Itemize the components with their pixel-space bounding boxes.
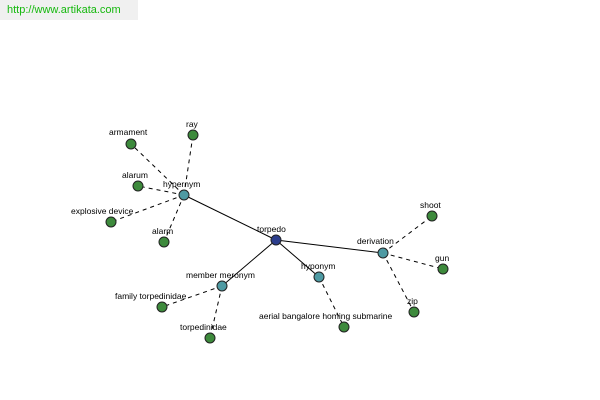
label-gun: gun bbox=[435, 253, 449, 263]
label-derivation: derivation bbox=[357, 236, 394, 246]
edge-derivation-gun bbox=[382, 252, 444, 270]
label-hypernym: hypernym bbox=[163, 179, 200, 189]
node-armament[interactable] bbox=[125, 138, 137, 150]
node-explosive-device[interactable] bbox=[105, 216, 117, 228]
label-zip: zip bbox=[407, 296, 418, 306]
edge-torpedo-derivation bbox=[275, 239, 384, 254]
label-torpedinidae: torpedinidae bbox=[180, 322, 227, 332]
edge-torpedo-hyponym bbox=[275, 239, 320, 278]
label-alarum: alarum bbox=[122, 170, 148, 180]
node-alarum[interactable] bbox=[132, 180, 144, 192]
edge-hypernym-alarm bbox=[163, 194, 185, 243]
label-hyponym: hyponym bbox=[301, 261, 336, 271]
node-zip[interactable] bbox=[408, 306, 420, 318]
label-shoot: shoot bbox=[420, 200, 441, 210]
site-url-link[interactable]: http://www.artikata.com bbox=[7, 4, 121, 16]
label-member-meronym: member meronym bbox=[186, 270, 255, 280]
label-armament: armament bbox=[109, 127, 148, 137]
node-hypernym[interactable] bbox=[178, 189, 190, 201]
edge-torpedo-hypernym bbox=[183, 194, 277, 241]
label-explosive-device: explosive device bbox=[71, 206, 134, 216]
edge-hypernym-explosive-device bbox=[110, 194, 185, 223]
node-gun[interactable] bbox=[437, 263, 449, 275]
node-shoot[interactable] bbox=[426, 210, 438, 222]
label-aerial-bangalore: aerial bangalore homing submarine bbox=[259, 311, 393, 321]
node-hyponym[interactable] bbox=[313, 271, 325, 283]
node-alarm[interactable] bbox=[158, 236, 170, 248]
edge-derivation-shoot bbox=[382, 215, 433, 254]
edge-hypernym-ray bbox=[183, 134, 194, 196]
edge-meronym-family bbox=[161, 285, 223, 308]
node-family-torpedinidae[interactable] bbox=[156, 301, 168, 313]
edge-hyponym-aerial bbox=[318, 276, 345, 328]
edge-derivation-zip bbox=[382, 252, 415, 313]
edge-meronym-torpedinidae bbox=[209, 285, 223, 339]
node-torpedinidae[interactable] bbox=[204, 332, 216, 344]
label-ray: ray bbox=[186, 119, 199, 129]
node-aerial-bangalore[interactable] bbox=[338, 321, 350, 333]
node-member-meronym[interactable] bbox=[216, 280, 228, 292]
label-family-torpedinidae: family torpedinidae bbox=[115, 291, 187, 301]
label-torpedo: torpedo bbox=[257, 224, 286, 234]
label-alarm: alarm bbox=[152, 226, 173, 236]
node-ray[interactable] bbox=[187, 129, 199, 141]
url-banner: http://www.artikata.com bbox=[0, 0, 138, 20]
node-torpedo[interactable] bbox=[270, 234, 282, 246]
edge-torpedo-member-meronym bbox=[221, 239, 277, 287]
node-derivation[interactable] bbox=[377, 247, 389, 259]
